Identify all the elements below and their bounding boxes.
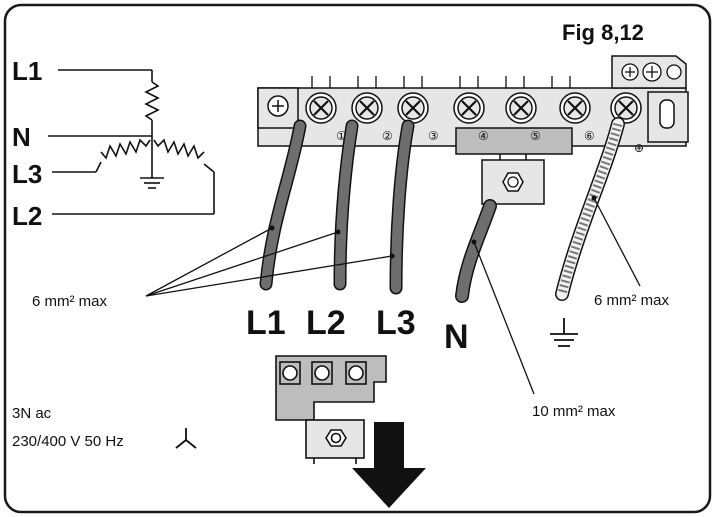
schematic-label-n: N [12, 122, 31, 152]
terminal-number-6: ⑥ [584, 129, 595, 143]
supply-line-2: 230/400 V 50 Hz [12, 433, 124, 450]
figure-title: Fig 8,12 [562, 20, 644, 45]
schematic-label-l1: L1 [12, 56, 42, 86]
terminal-number-3: ③ [428, 129, 439, 143]
star-schematic [48, 69, 215, 215]
phase-label-l1: L1 [246, 304, 286, 342]
phase-wire-spec-label: 6 mm² max [32, 293, 108, 310]
supply-line-1: 3N ac [12, 405, 52, 422]
terminal-number-1: ① [336, 129, 347, 143]
down-arrow-icon [352, 422, 426, 508]
leader-lines [145, 197, 641, 395]
terminal-number-5: ⑤ [530, 129, 541, 143]
schematic-label-l2: L2 [12, 201, 42, 231]
schematic-label-l3: L3 [12, 159, 42, 189]
phase-label-l2: L2 [306, 304, 346, 342]
wires [259, 117, 625, 303]
neutral-wire-spec-label: 10 mm² max [532, 403, 616, 420]
bridge-link-icon [275, 355, 387, 464]
earth-symbol-icon [550, 318, 578, 347]
terminal-ground-mark: ⊕ [634, 141, 644, 155]
terminal-number-4: ④ [478, 129, 489, 143]
star-connection-icon [175, 428, 197, 449]
terminal-number-2: ② [382, 129, 393, 143]
neutral-label: N [444, 318, 469, 356]
phase-label-l3: L3 [376, 304, 416, 342]
earth-wire-spec-label: 6 mm² max [594, 292, 670, 309]
